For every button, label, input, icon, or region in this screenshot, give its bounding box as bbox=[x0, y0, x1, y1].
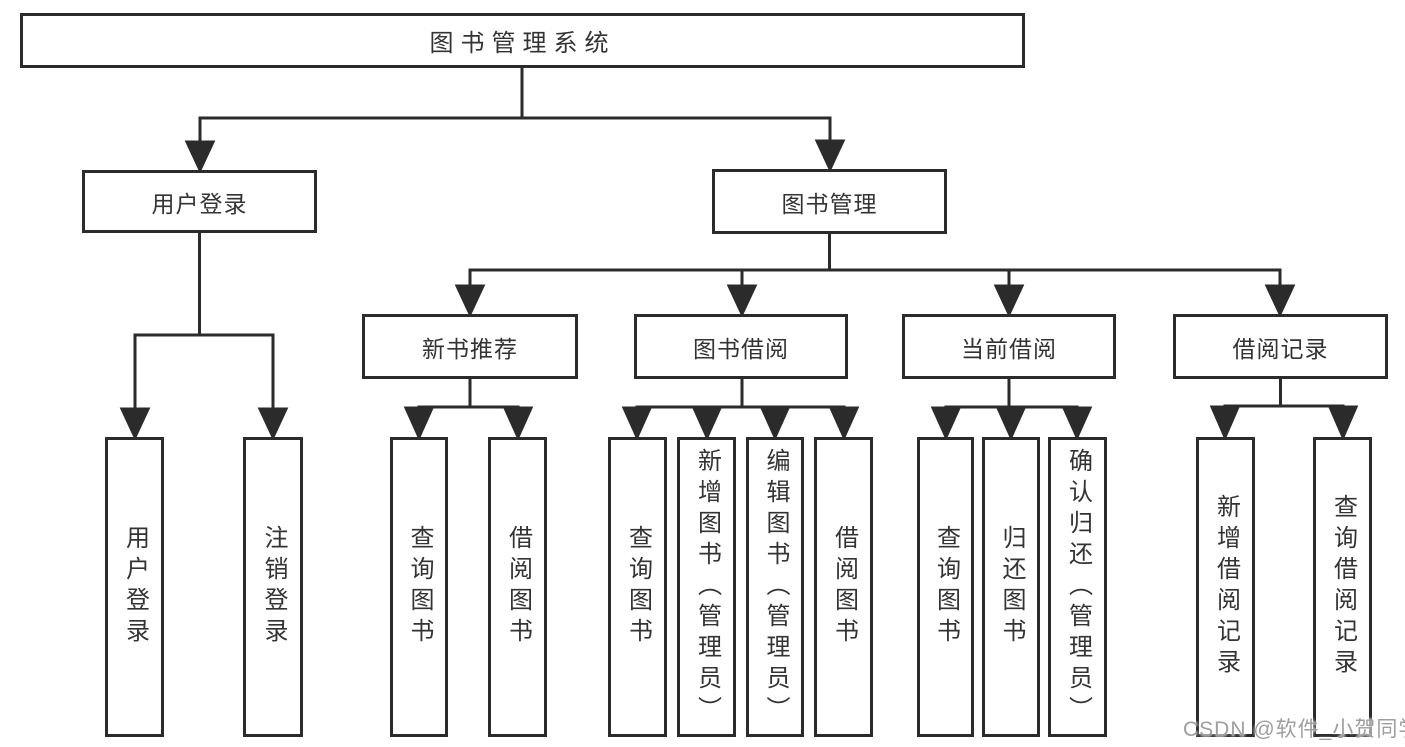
leaf-borrowing-query-books: 查询图书 bbox=[608, 437, 667, 737]
leaf-add-books-admin-label: 新增图书（管理员） bbox=[693, 447, 721, 727]
node-book-management: 图书管理 bbox=[712, 169, 947, 234]
leaf-logout: 注销登录 bbox=[243, 437, 303, 737]
leaf-current-query-books-label: 查询图书 bbox=[932, 525, 960, 649]
leaf-add-borrow-record-label: 新增借阅记录 bbox=[1212, 494, 1240, 680]
connector-book-borrowing-children bbox=[621, 379, 860, 441]
node-book-borrowing-label: 图书借阅 bbox=[693, 335, 789, 362]
leaf-edit-books-admin: 编辑图书（管理员） bbox=[746, 437, 804, 737]
node-book-borrowing: 图书借阅 bbox=[634, 314, 848, 379]
leaf-confirm-return-admin: 确认归还（管理员） bbox=[1048, 437, 1107, 737]
leaf-user-login-label: 用户登录 bbox=[121, 525, 149, 649]
leaf-return-books-label: 归还图书 bbox=[998, 525, 1025, 649]
leaf-logout-label: 注销登录 bbox=[260, 525, 287, 649]
connector-current-borrowing-children bbox=[930, 379, 1093, 441]
node-root: 图书管理系统 bbox=[20, 13, 1025, 68]
node-current-borrowing-label: 当前借阅 bbox=[961, 335, 1057, 362]
node-root-label: 图书管理系统 bbox=[429, 30, 616, 57]
leaf-edit-books-admin-label: 编辑图书（管理员） bbox=[762, 447, 789, 727]
watermark: CSDN @软件_小贺同学 bbox=[1183, 718, 1405, 741]
leaf-recommend-query-books: 查询图书 bbox=[390, 437, 448, 737]
leaf-borrowing-query-books-label: 查询图书 bbox=[624, 525, 652, 649]
leaf-recommend-borrow-books: 借阅图书 bbox=[488, 437, 547, 737]
connector-user-login-children bbox=[119, 233, 289, 441]
connector-root-to-level2 bbox=[184, 68, 846, 174]
leaf-query-borrow-record: 查询借阅记录 bbox=[1313, 437, 1372, 737]
leaf-query-borrow-record-label: 查询借阅记录 bbox=[1329, 494, 1357, 680]
node-new-book-recommend: 新书推荐 bbox=[362, 314, 578, 379]
node-user-login-label: 用户登录 bbox=[151, 190, 248, 217]
node-book-management-label: 图书管理 bbox=[781, 190, 878, 217]
leaf-confirm-return-admin-label: 确认归还（管理员） bbox=[1064, 447, 1092, 727]
connector-borrowing-records-children bbox=[1209, 379, 1359, 441]
leaf-recommend-borrow-books-label: 借阅图书 bbox=[504, 525, 532, 649]
node-user-login: 用户登录 bbox=[82, 170, 317, 233]
leaf-borrow-books-label: 借阅图书 bbox=[830, 525, 858, 649]
leaf-return-books: 归还图书 bbox=[982, 437, 1040, 737]
leaf-borrow-books: 借阅图书 bbox=[814, 437, 873, 737]
connector-book-management-sections bbox=[454, 234, 1296, 318]
leaf-add-borrow-record: 新增借阅记录 bbox=[1196, 437, 1255, 737]
connector-new-book-recommend-children bbox=[403, 379, 534, 441]
node-borrowing-records: 借阅记录 bbox=[1173, 314, 1388, 379]
leaf-current-query-books: 查询图书 bbox=[917, 437, 974, 737]
leaf-recommend-query-books-label: 查询图书 bbox=[406, 525, 433, 649]
leaf-user-login: 用户登录 bbox=[105, 437, 164, 737]
node-new-book-recommend-label: 新书推荐 bbox=[422, 335, 518, 362]
node-current-borrowing: 当前借阅 bbox=[902, 314, 1116, 379]
node-borrowing-records-label: 借阅记录 bbox=[1232, 335, 1329, 362]
leaf-add-books-admin: 新增图书（管理员） bbox=[677, 437, 736, 737]
